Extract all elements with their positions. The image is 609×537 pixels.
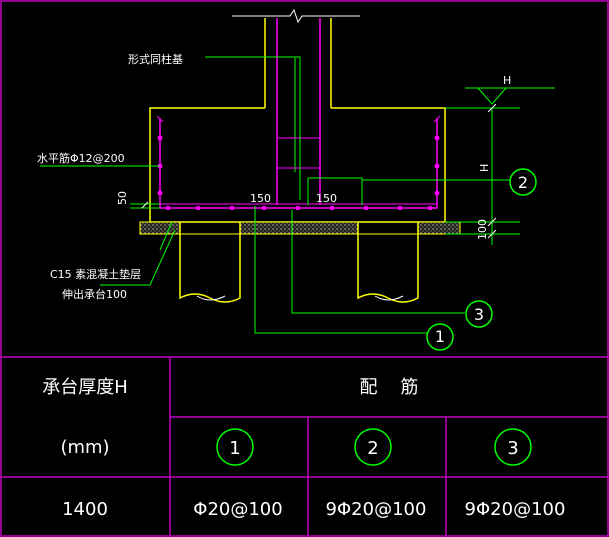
column (232, 8, 360, 205)
concrete-cushion (139, 221, 461, 235)
elevation-H-label: H (503, 74, 511, 87)
callout-circles (426, 168, 537, 351)
rebar-table-grid (1, 356, 608, 536)
table-header-rebar: 配 筋 (360, 377, 419, 398)
cushion-label-line2: 伸出承台100 (62, 287, 127, 301)
table-col3-number: 3 (507, 438, 518, 459)
callout-1-circle (426, 323, 454, 351)
callout-2-number: 2 (518, 173, 528, 192)
dim-100-label: 100 (476, 219, 489, 240)
table-callout-circles (216, 428, 532, 466)
cushion-label-line1: C15 素混凝土垫层 (50, 267, 141, 281)
callout-2-circle (509, 168, 537, 196)
table-row-rebar1: Φ20@100 (193, 499, 282, 520)
dim-150-left-label: 150 (250, 192, 271, 205)
table-header-thickness: 承台厚度H (42, 377, 128, 398)
horizontal-bar-label: 水平筋Φ12@200 (37, 151, 125, 165)
dim-150-right-label: 150 (316, 192, 337, 205)
piles (179, 222, 419, 303)
pile-cap (149, 107, 446, 223)
table-row-thickness: 1400 (62, 499, 108, 520)
callout-3-number: 3 (474, 305, 484, 324)
callout-1-number: 1 (435, 327, 445, 346)
dimension-ticks (141, 103, 497, 239)
table-col2-number: 2 (367, 438, 378, 459)
column-form-label: 形式同柱基 (128, 52, 183, 66)
break-line (232, 8, 360, 24)
callout-3-circle (465, 300, 493, 328)
table-col1-number: 1 (229, 438, 240, 459)
height-H-label: H (478, 164, 491, 172)
table-row-rebar2: 9Φ20@100 (326, 499, 427, 520)
table-header-unit: (mm) (60, 437, 109, 458)
dim-50-label: 50 (116, 191, 129, 205)
table-row-rebar3: 9Φ20@100 (465, 499, 566, 520)
